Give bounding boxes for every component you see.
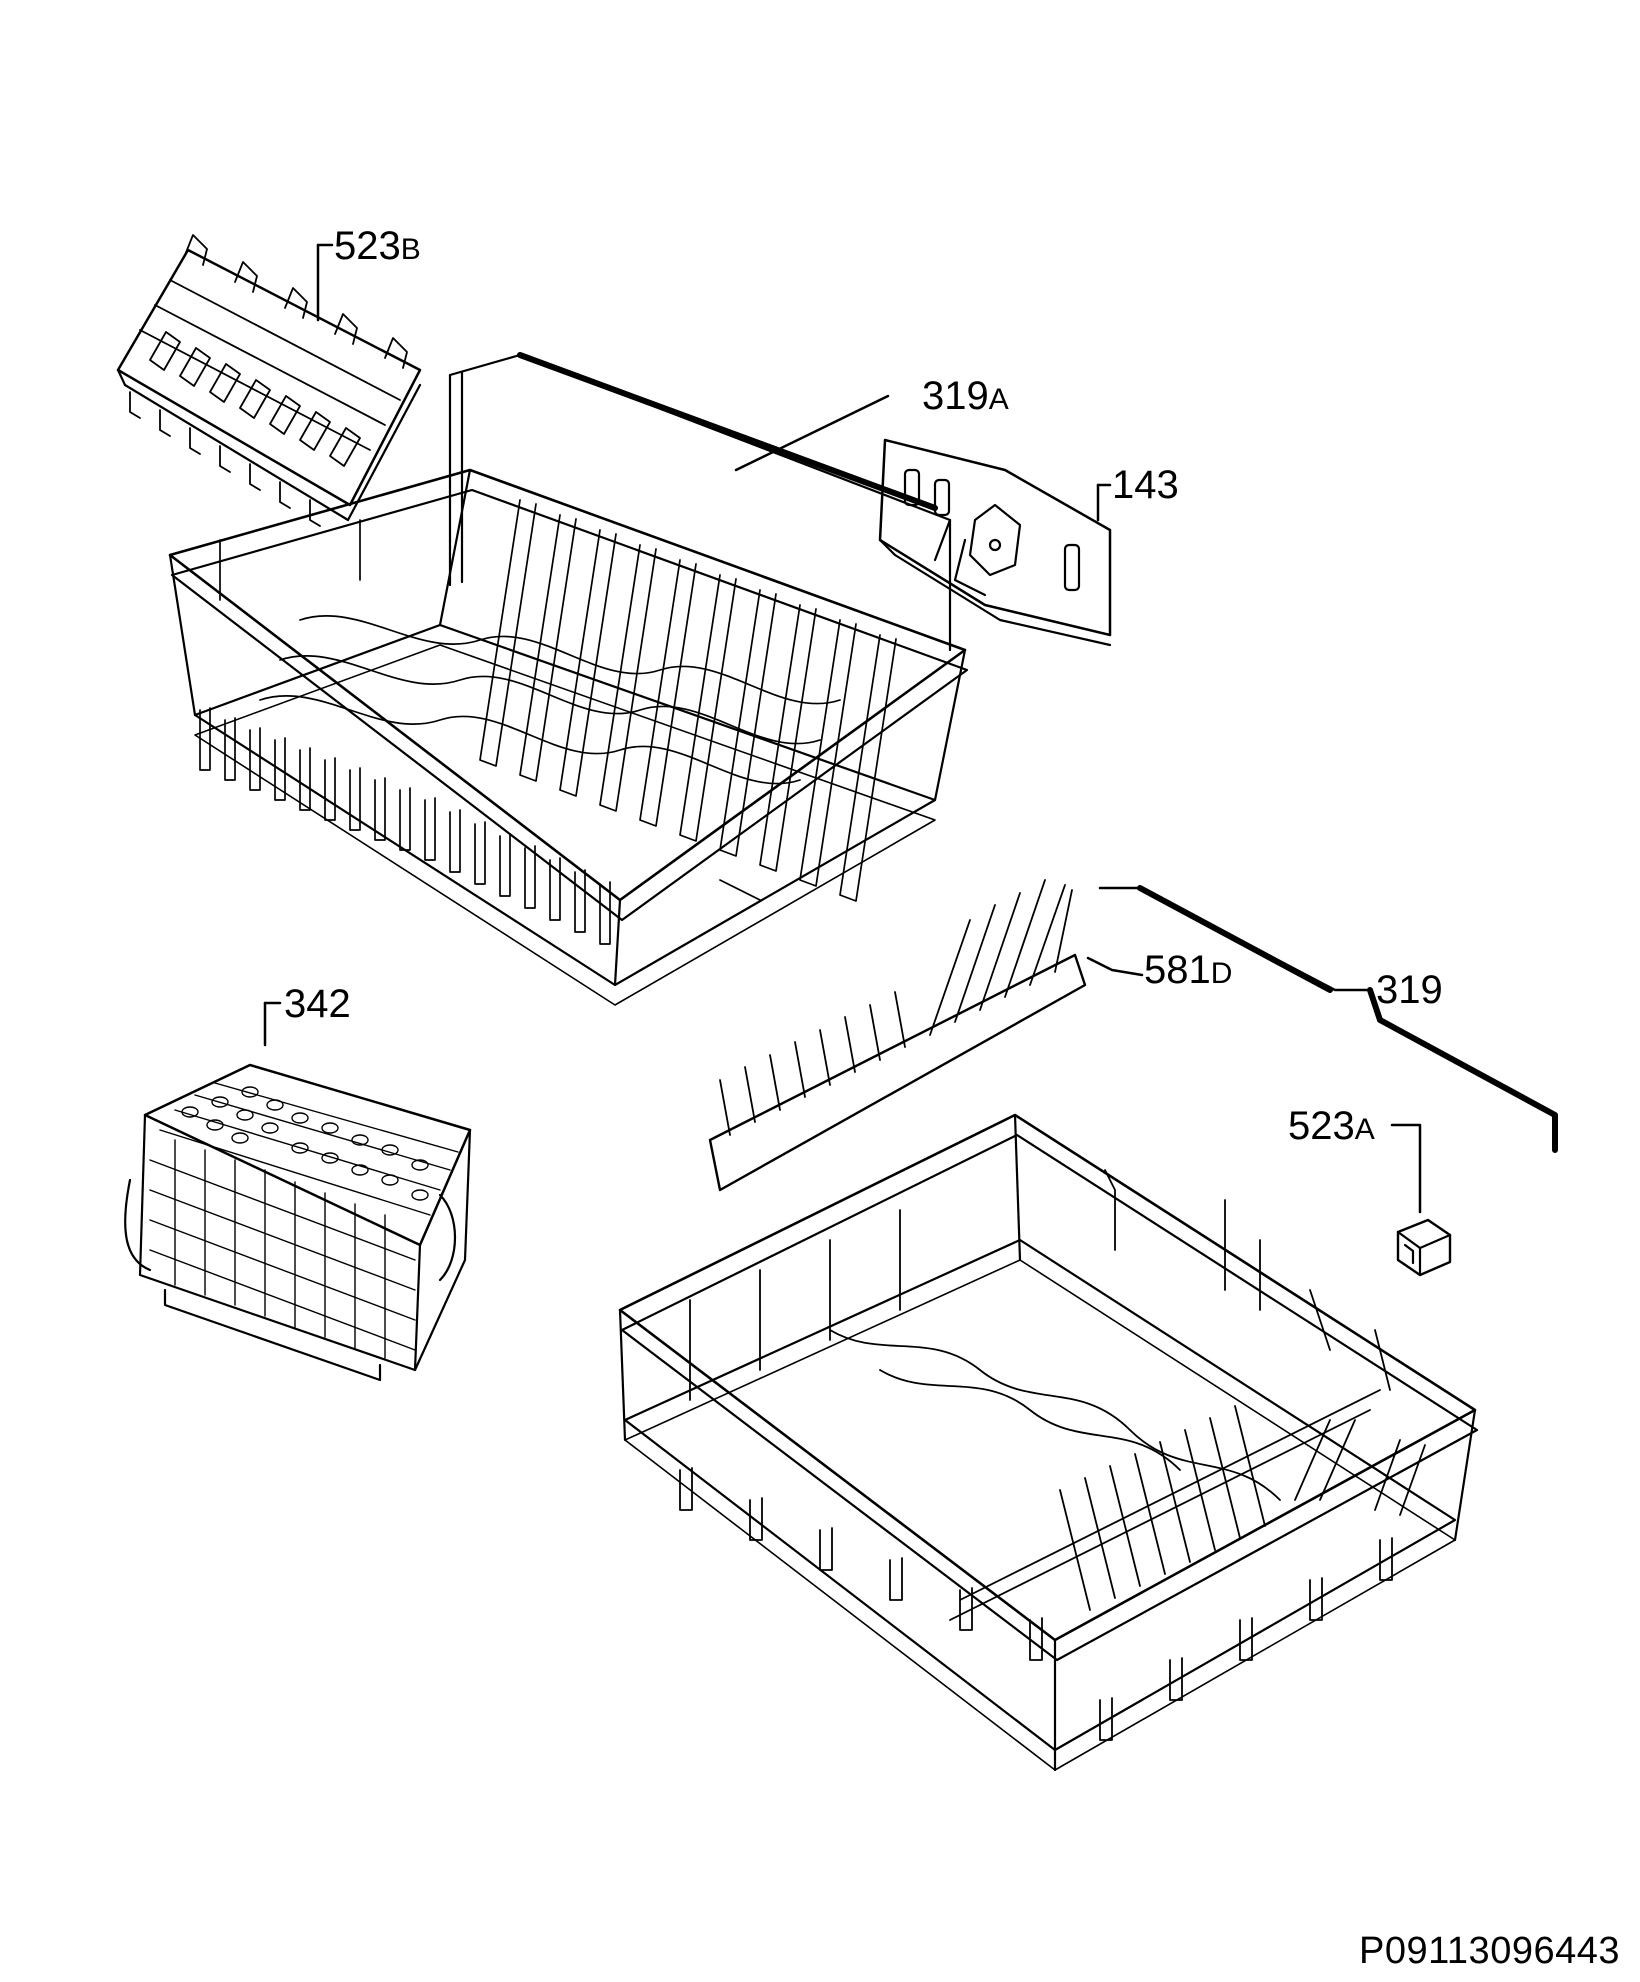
plate-rack-581d [708, 879, 1087, 1192]
part-label-523b: 523B [334, 224, 421, 268]
lower-basket-319 [618, 1113, 1479, 1772]
part-label-523a: 523A [1288, 1104, 1375, 1148]
plate-support-insert-523b [116, 234, 422, 527]
leader-581d [1086, 956, 1144, 977]
part-label-319a: 319A [922, 374, 1009, 418]
part-label-319: 319 [1376, 968, 1443, 1012]
leader-319-b [1367, 987, 1558, 1153]
leader-lines [263, 243, 1558, 1214]
leader-523a [1390, 1123, 1422, 1214]
clip-523a [1396, 1218, 1452, 1277]
part-label-581d: 581D [1144, 948, 1233, 992]
document-id: P09113096443 [1359, 1930, 1620, 1972]
part-label-143: 143 [1112, 463, 1179, 507]
leader-319a [734, 394, 890, 472]
bracket-143 [878, 438, 1112, 647]
cutlery-basket-342 [124, 1063, 472, 1382]
upper-basket-319a [168, 352, 969, 1006]
part-label-342: 342 [284, 982, 351, 1026]
